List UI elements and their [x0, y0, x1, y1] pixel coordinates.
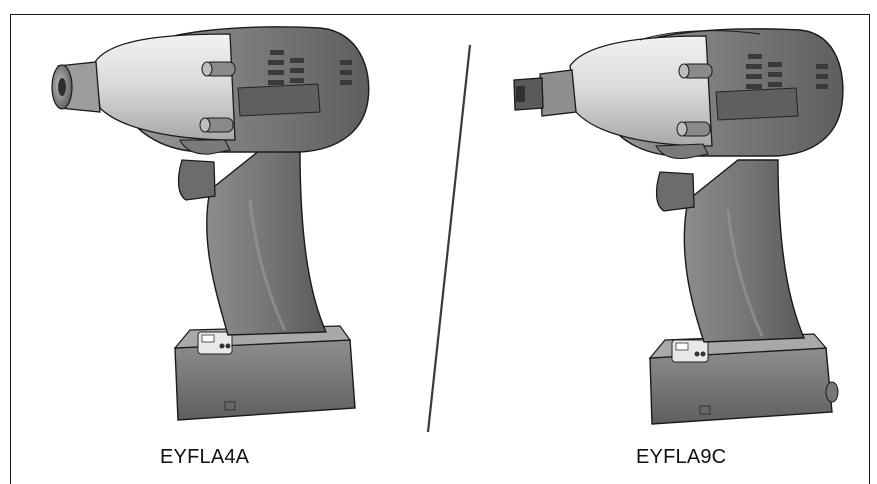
hammer-case-left	[94, 33, 236, 141]
hammer-case-right	[569, 35, 713, 147]
grip-left	[206, 149, 328, 336]
tool-eyfla9c	[513, 28, 844, 425]
model-label-right: EYFLA9C	[636, 446, 727, 468]
tool-eyfla4a	[51, 26, 370, 421]
anvil-collar-right	[539, 69, 577, 117]
figure-frame	[10, 14, 870, 484]
model-label-left: EYFLA4A	[160, 446, 250, 468]
vents-right	[746, 54, 828, 89]
trigger-right	[655, 171, 695, 212]
vents-left	[268, 50, 352, 85]
divider-line	[426, 44, 472, 433]
grip-right	[683, 159, 806, 343]
trigger-left	[177, 159, 216, 201]
